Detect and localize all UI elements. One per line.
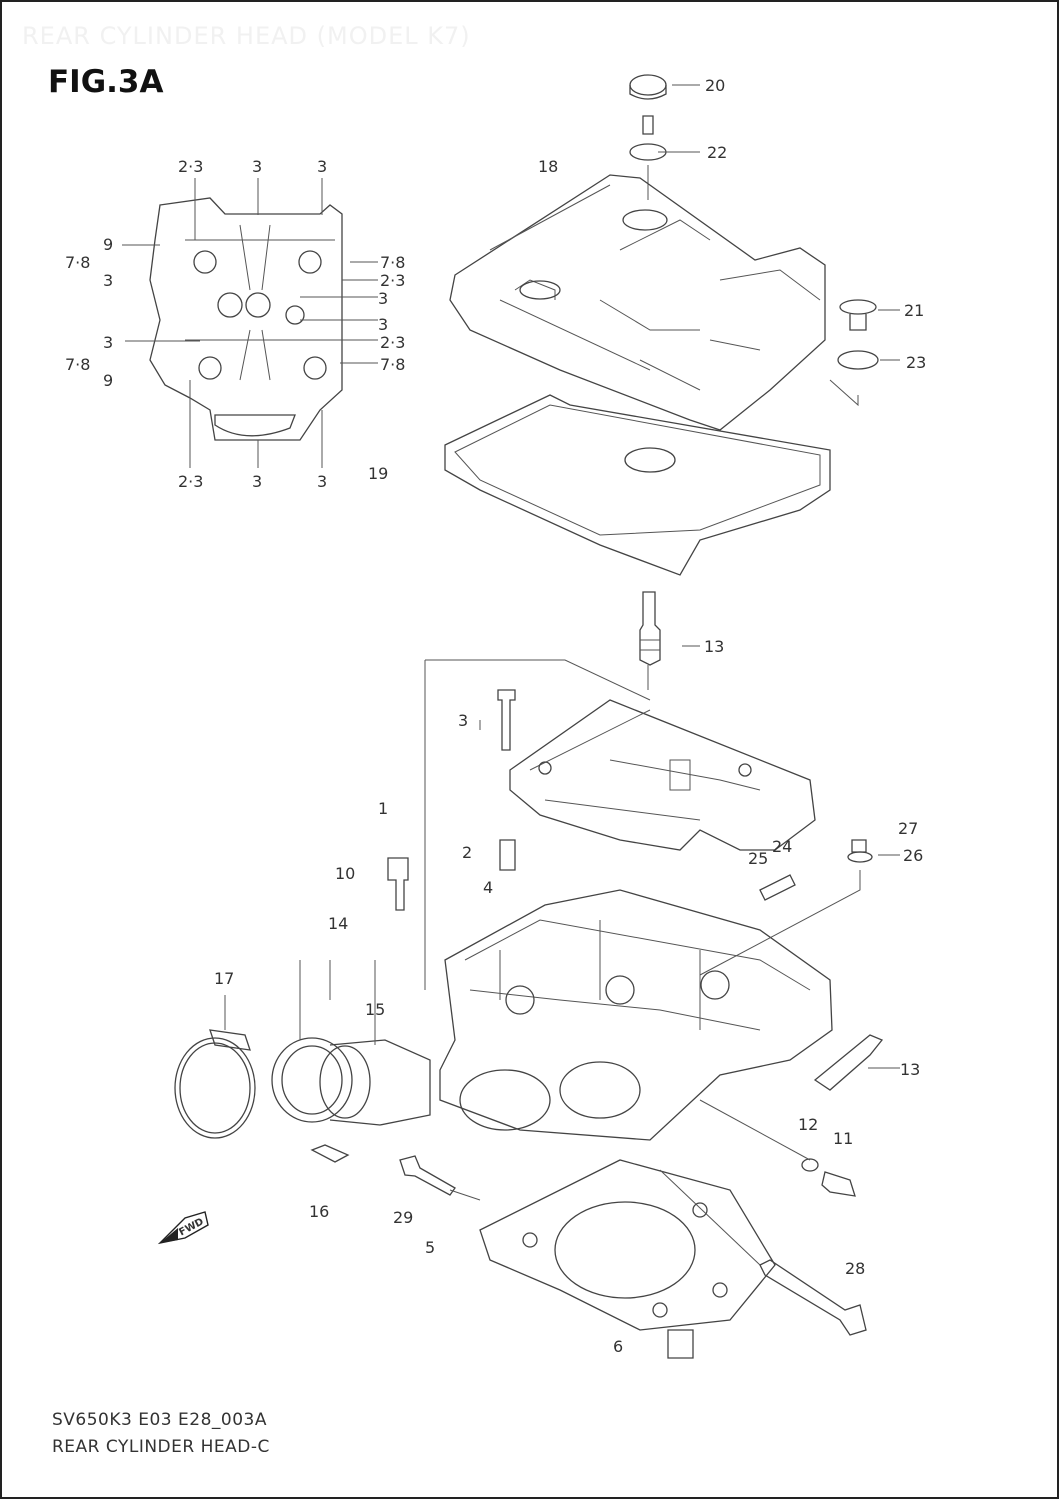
inset-label: 9: [103, 235, 113, 254]
callout-number: 16: [309, 1202, 329, 1221]
inset-label: 3: [252, 157, 262, 176]
callout-number: 26: [903, 846, 923, 865]
figure-number: FIG.3A: [48, 64, 164, 100]
callout-number: 24: [772, 837, 792, 856]
part-callouts: 20 22 18 21 23 13 3 1 2 4 24 25 27 26 10…: [214, 76, 926, 1356]
cover-gasket-part: [444, 394, 831, 576]
inset-label: 2·3: [380, 333, 405, 352]
callout-number: 23: [906, 353, 926, 372]
ghost-title: REAR CYLINDER HEAD (MODEL K7): [22, 22, 471, 50]
callout-number: 29: [393, 1208, 413, 1227]
cover-bolt-part: [839, 299, 877, 315]
inset-labels: 2·3 3 3 9 7·8 3 7·8 2·3 3 3 2·3 3 7·8 9 …: [65, 157, 405, 491]
inset-label: 3: [378, 289, 388, 308]
inset-label: 7·8: [380, 253, 405, 272]
side-bolt-part: [387, 857, 409, 911]
callout-number: 27: [898, 819, 918, 838]
callout-number: 22: [707, 143, 727, 162]
callout-number: 6: [613, 1337, 623, 1356]
inset-label: 2·3: [380, 271, 405, 290]
inset-label: 2·3: [178, 157, 203, 176]
cover-washer-part: [837, 350, 879, 370]
callout-number: 20: [705, 76, 725, 95]
inset-head-top-view: [122, 178, 378, 468]
callout-number: 13: [900, 1060, 920, 1079]
spark-plug-upper: [639, 591, 661, 690]
callout-number: 25: [748, 849, 768, 868]
inset-label: 3: [317, 472, 327, 491]
valve-cover-assembly: [444, 74, 879, 576]
callout-number: 1: [378, 799, 388, 818]
inset-label: 3: [378, 315, 388, 334]
inset-label: 2·3: [178, 472, 203, 491]
callout-number: 10: [335, 864, 355, 883]
head-gasket-part: [479, 1159, 776, 1331]
inset-label: 19: [368, 464, 388, 483]
forward-arrow: FWD: [157, 1211, 209, 1245]
drawing-title: REAR CYLINDER HEAD-C: [52, 1437, 270, 1457]
inset-label: 3: [103, 271, 113, 290]
drawing-code: SV650K3 E03 E28_003A: [52, 1410, 267, 1430]
head-bolt-part: [497, 689, 516, 751]
hose-clamp-part: [174, 1037, 256, 1139]
spark-plug-lower: [813, 1034, 884, 1091]
callout-number: 4: [483, 878, 493, 897]
callout-number: 5: [425, 1238, 435, 1257]
inset-label: 3: [317, 157, 327, 176]
callout-number: 3: [458, 711, 468, 730]
callout-number: 13: [704, 637, 724, 656]
callout-leaders: [424, 84, 900, 1069]
inset-label: 7·8: [65, 253, 90, 272]
stud-bolt-part: [759, 1259, 867, 1336]
callout-number: 17: [214, 969, 234, 988]
callout-number: 28: [845, 1259, 865, 1278]
inset-label: 9: [103, 371, 113, 390]
inset-label: 7·8: [65, 355, 90, 374]
callout-number: 18: [538, 157, 558, 176]
callout-number: 21: [904, 301, 924, 320]
intake-pipe-part: [329, 1039, 431, 1126]
callout-number: 2: [462, 843, 472, 862]
cylinder-head-assembly: [174, 659, 884, 1359]
callout-number: 12: [798, 1115, 818, 1134]
inset-label: 7·8: [380, 355, 405, 374]
cylinder-head-cover-part: [449, 174, 826, 431]
inset-label: 3: [103, 333, 113, 352]
cylinder-head-part: [439, 889, 833, 1141]
callout-number: 11: [833, 1129, 853, 1148]
camshaft-housing-part: [509, 699, 816, 851]
oil-cap-part: [629, 74, 667, 96]
inset-label: 3: [252, 472, 262, 491]
callout-number: 15: [365, 1000, 385, 1019]
callout-number: 14: [328, 914, 348, 933]
